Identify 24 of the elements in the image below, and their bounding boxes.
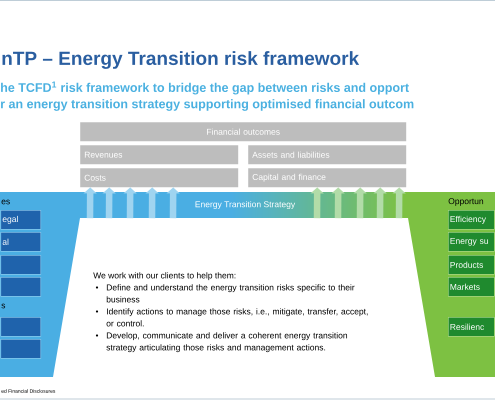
outcome-box: Assets and liabilities <box>248 145 406 164</box>
outcome-box: Capital and finance <box>248 168 406 188</box>
category-box: egal <box>0 210 42 230</box>
bullet-text: Define and understand the energy transition risks specific to their business <box>106 284 355 302</box>
outcome-box: Costs <box>80 168 238 188</box>
intro-text: We work with our clients to help them: <box>93 272 236 280</box>
empty-box <box>0 277 42 297</box>
bullet-text: Develop, communicate and deliver a coherent energy transition strategy articulating those risks and management actions. <box>106 332 348 352</box>
category-box: Resilienc <box>448 317 495 337</box>
strategy-band: Energy Transition Strategy <box>86 192 404 218</box>
category-box: al <box>0 232 42 252</box>
category-box: Markets <box>448 277 495 297</box>
outcome-box: Revenues <box>80 145 238 164</box>
empty-box <box>0 339 42 359</box>
category-box: Efficiency <box>448 210 495 230</box>
subtitle: r an energy transition strategy supporting optimised financial outcom <box>1 99 414 111</box>
outcome-box: Financial outcomes <box>80 122 406 142</box>
category-box: Products <box>448 255 495 275</box>
empty-box <box>0 317 42 337</box>
bullet-text: Identify actions to manage those risks, i.e., mitigate, transfer, accept, or control. <box>106 308 368 326</box>
category-box: Energy su <box>448 232 495 252</box>
subtitle: he TCFD$^{1}$ risk framework to bridge the gap between risks and opport <box>1 82 409 95</box>
title: nTP – Energy Transition risk framework <box>2 51 360 69</box>
empty-box <box>0 255 42 275</box>
